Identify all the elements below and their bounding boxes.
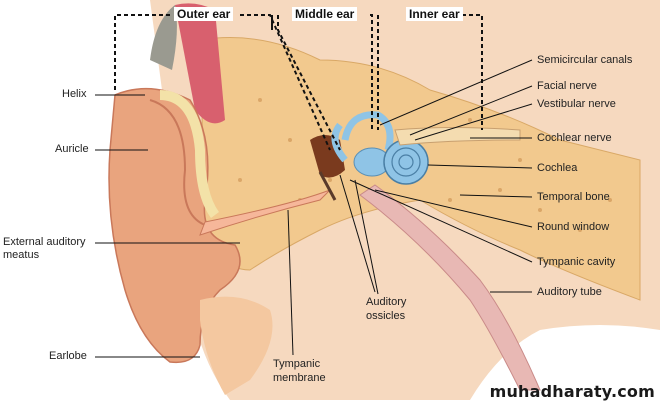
cochlea-shape [383,139,429,185]
label-meatus: meatus [3,249,40,261]
leader-lines [95,59,533,358]
hair [150,5,177,70]
middle-ear-header: Middle ear [292,7,358,21]
section-brackets [114,14,483,151]
auricle-inner [149,99,206,226]
label-temporal-bone: Temporal bone [537,191,610,203]
tympanic-membrane-shape [318,171,337,201]
label-cochlear-nerve: Cochlear nerve [537,132,612,144]
label-semicircular-canals: Semicircular canals [537,54,633,66]
watermark: muhadharaty.com [489,382,655,401]
label-auditory-tube: Auditory tube [537,286,602,298]
outer-ear-header: Outer ear [174,7,234,21]
inner-ear-header: Inner ear [406,7,463,21]
lower-tissue [200,296,273,395]
label-membrane: membrane [273,372,326,384]
label-cochlea: Cochlea [537,162,578,174]
label-tympanic: Tympanic [273,358,321,370]
label-ossicles: ossicles [366,310,406,322]
scalp-layer [175,3,225,124]
label-external-auditory: External auditory [3,236,86,248]
nerve-bundle [394,127,521,146]
label-earlobe: Earlobe [49,350,87,362]
label-facial-nerve: Facial nerve [537,80,597,92]
label-auricle: Auricle [55,143,89,155]
label-tympanic-cavity: Tympanic cavity [537,256,616,268]
ear-cartilage [159,90,220,218]
label-vestibular-nerve: Vestibular nerve [537,98,616,110]
label-round-window: Round window [537,221,610,233]
bone-texture [238,98,612,232]
auricle-shape [108,87,241,364]
label-auditory: Auditory [366,296,407,308]
label-helix: Helix [62,88,87,100]
auditory-tube-shape [359,184,541,391]
